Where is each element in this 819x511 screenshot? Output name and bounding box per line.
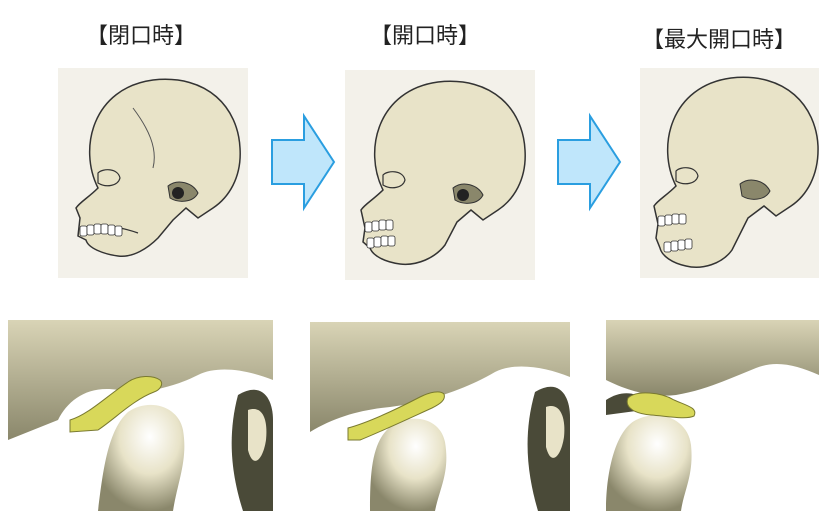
right-arrow-icon	[270, 112, 336, 212]
right-arrow-icon-2	[556, 112, 622, 212]
label-open: 【開口時】	[370, 18, 480, 50]
skull-open	[345, 70, 535, 280]
joint-closeup-closed	[8, 320, 273, 511]
skull-closed	[58, 68, 248, 278]
skull-max-open	[640, 68, 819, 278]
label-closed: 【閉口時】	[86, 18, 196, 50]
label-max-open: 【最大開口時】	[642, 22, 796, 54]
joint-closeup-open	[310, 322, 570, 511]
joint-closeup-max-open	[606, 320, 819, 511]
